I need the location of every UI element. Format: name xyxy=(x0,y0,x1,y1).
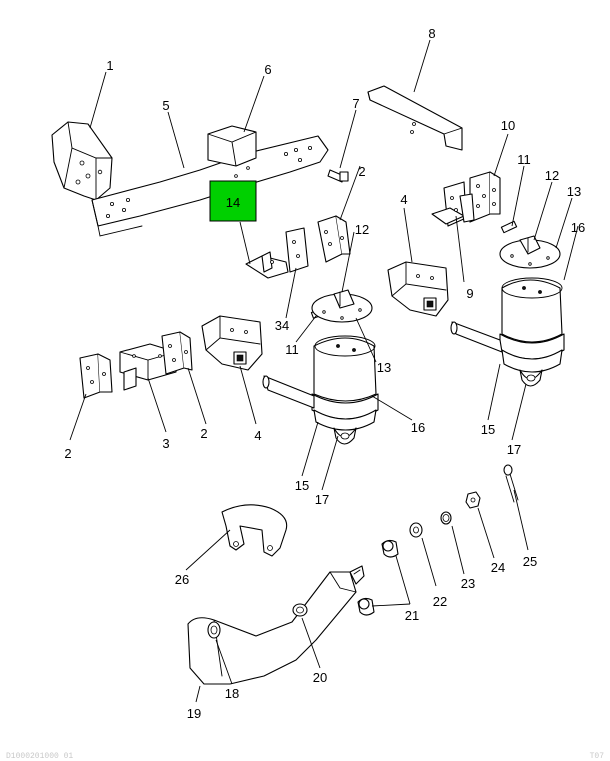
part-10-bracket xyxy=(469,171,501,223)
callout-25[interactable]: 25 xyxy=(523,554,537,569)
callout-17-center[interactable]: 17 xyxy=(315,492,329,507)
callout-2-upper[interactable]: 2 xyxy=(358,164,365,179)
callout-4-left[interactable]: 4 xyxy=(254,428,261,443)
callout-14-highlight[interactable]: 14 xyxy=(209,180,257,222)
callout-19[interactable]: 19 xyxy=(187,706,201,721)
footer-page-code: T07 xyxy=(589,752,604,761)
callout-7[interactable]: 7 xyxy=(352,96,359,111)
callout-11-center[interactable]: 11 xyxy=(285,342,299,357)
callout-15-center[interactable]: 15 xyxy=(295,478,309,493)
callout-labels: 1 2 2 2 2 3 4 4 5 6 7 8 9 10 11 11 12 12… xyxy=(64,26,585,721)
part-8-crossmember xyxy=(367,85,463,151)
part-1-bracket xyxy=(51,121,113,201)
part-24-nut xyxy=(465,491,481,509)
callout-21[interactable]: 21 xyxy=(405,608,419,623)
part-12-plate-center xyxy=(311,289,373,323)
part-2-bracket-left xyxy=(79,353,113,399)
callout-12-right[interactable]: 12 xyxy=(545,168,559,183)
part-22-washer xyxy=(409,522,423,538)
callout-34[interactable]: 34 xyxy=(275,318,289,333)
callout-9[interactable]: 9 xyxy=(466,286,473,301)
callout-13-right[interactable]: 13 xyxy=(567,184,581,199)
callout-17-right[interactable]: 17 xyxy=(507,442,521,457)
callout-16-right[interactable]: 16 xyxy=(571,220,585,235)
leader-lines xyxy=(69,39,579,703)
callout-23[interactable]: 23 xyxy=(461,576,475,591)
callout-16-center[interactable]: 16 xyxy=(411,420,425,435)
part-7-bolt xyxy=(327,169,349,183)
part-26-shackle xyxy=(221,504,288,557)
callout-15-right[interactable]: 15 xyxy=(481,422,495,437)
part-2-bracket-upper xyxy=(317,215,351,263)
part-19-trailing-arm xyxy=(187,565,365,685)
part-6-cross-member xyxy=(207,125,257,167)
callout-4-right[interactable]: 4 xyxy=(400,192,407,207)
callout-10[interactable]: 10 xyxy=(501,118,515,133)
callout-22[interactable]: 22 xyxy=(433,594,447,609)
beam-center xyxy=(262,375,315,409)
callout-24[interactable]: 24 xyxy=(491,560,505,575)
part-2-bracket-mid xyxy=(161,331,193,375)
callout-20[interactable]: 20 xyxy=(313,670,327,685)
part-17-clevis-right xyxy=(519,369,543,387)
part-16-air-spring-right xyxy=(499,277,565,373)
part-4-bracket-left xyxy=(201,315,263,371)
callout-14: 14 xyxy=(226,195,240,210)
part-4-bracket-right xyxy=(387,261,449,317)
callout-11-right[interactable]: 11 xyxy=(517,152,531,167)
part-14-bracket xyxy=(245,227,309,279)
callout-1[interactable]: 1 xyxy=(106,58,113,73)
callout-12-center[interactable]: 12 xyxy=(355,222,369,237)
callout-2-left[interactable]: 2 xyxy=(64,446,71,461)
part-17-clevis-center xyxy=(333,427,357,445)
callout-26[interactable]: 26 xyxy=(175,572,189,587)
callout-18[interactable]: 18 xyxy=(225,686,239,701)
callout-8[interactable]: 8 xyxy=(428,26,435,41)
part-12-plate-right xyxy=(499,235,561,269)
beam-right xyxy=(450,321,503,353)
callout-3[interactable]: 3 xyxy=(162,436,169,451)
part-21-bushings xyxy=(357,539,399,616)
part-11-bolt-right xyxy=(500,220,518,234)
callout-2-mid[interactable]: 2 xyxy=(200,426,207,441)
part-23-washer xyxy=(440,511,452,525)
part-9-bracket xyxy=(431,181,475,227)
callout-6[interactable]: 6 xyxy=(264,62,271,77)
part-3-bracket xyxy=(119,343,177,391)
callout-5[interactable]: 5 xyxy=(162,98,169,113)
part-16-air-spring-center xyxy=(311,335,379,431)
callout-13-center[interactable]: 13 xyxy=(377,360,391,375)
footer-drawing-id: D1000201000 01 xyxy=(6,752,74,761)
part-25-cotter-pin xyxy=(503,464,519,503)
